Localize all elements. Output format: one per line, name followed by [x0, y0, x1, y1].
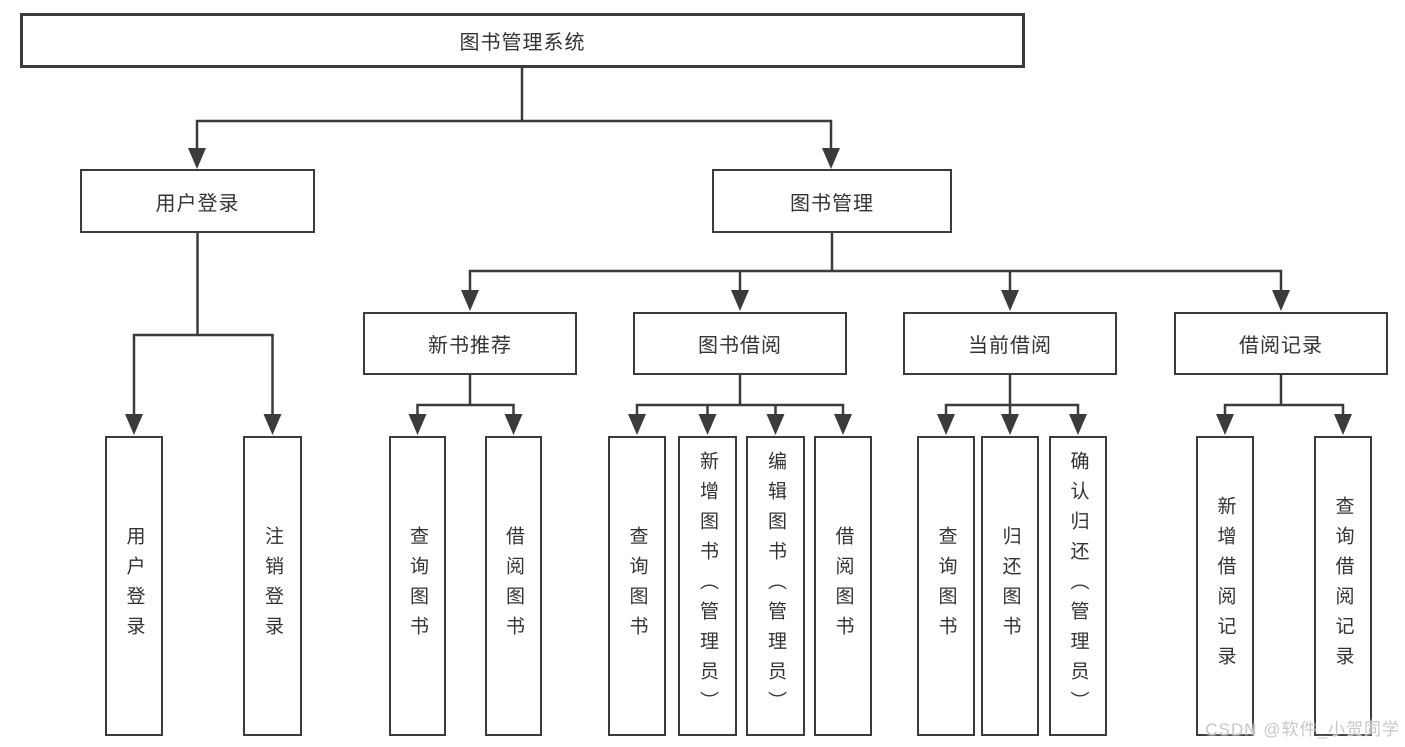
node-label: 借阅图书: [832, 526, 854, 646]
leaf-query-books-recommend: 查询图书: [389, 436, 446, 736]
node-label: 图书管理系统: [459, 32, 586, 54]
node-current-borrowing: 当前借阅: [903, 312, 1117, 375]
node-label: 用户登录: [155, 192, 240, 215]
node-label: 注销登录: [262, 526, 283, 646]
leaf-query-borrow-record: 查询借阅记录: [1314, 436, 1372, 736]
node-label: 借阅记录: [1239, 335, 1323, 357]
leaf-query-books-borrowing: 查询图书: [608, 436, 666, 736]
arrowhead-icons: [125, 148, 1352, 435]
node-label: 新增借阅记录: [1214, 496, 1236, 676]
leaf-query-books-current: 查询图书: [917, 436, 975, 736]
leaf-borrow-books-recommend: 借阅图书: [485, 436, 542, 736]
node-label: 查询借阅记录: [1332, 496, 1354, 676]
node-label: 确认归还（管理员）: [1067, 451, 1089, 721]
leaf-return-books: 归还图书: [981, 436, 1039, 736]
node-label: 当前借阅: [968, 335, 1052, 357]
node-label: 新书推荐: [428, 335, 512, 357]
csdn-watermark: CSDN @软件_小贺同学: [1205, 720, 1400, 739]
node-label: 查询图书: [935, 526, 957, 646]
node-label: 归还图书: [999, 526, 1021, 646]
node-label: 图书管理: [790, 192, 874, 215]
leaf-confirm-return-admin: 确认归还（管理员）: [1049, 436, 1107, 736]
node-library-management-system: 图书管理系统: [20, 13, 1025, 68]
node-label: 借阅图书: [503, 526, 524, 646]
leaf-add-book-admin: 新增图书（管理员）: [678, 436, 737, 736]
node-label: 图书借阅: [698, 335, 782, 357]
node-book-borrowing: 图书借阅: [633, 312, 847, 375]
leaf-add-borrow-record: 新增借阅记录: [1196, 436, 1254, 736]
node-user-login: 用户登录: [80, 169, 315, 233]
node-label: 新增图书（管理员）: [697, 451, 718, 721]
leaf-user-login: 用户登录: [105, 436, 163, 736]
leaf-borrow-books-borrowing: 借阅图书: [814, 436, 872, 736]
node-new-book-recommendation: 新书推荐: [363, 312, 577, 375]
node-label: 编辑图书（管理员）: [765, 451, 786, 721]
leaf-edit-book-admin: 编辑图书（管理员）: [746, 436, 805, 736]
node-borrowing-records: 借阅记录: [1174, 312, 1388, 375]
node-label: 查询图书: [407, 526, 428, 646]
node-book-management: 图书管理: [712, 169, 952, 233]
node-label: 查询图书: [626, 526, 648, 646]
node-label: 用户登录: [123, 526, 145, 646]
leaf-logout: 注销登录: [243, 436, 302, 736]
